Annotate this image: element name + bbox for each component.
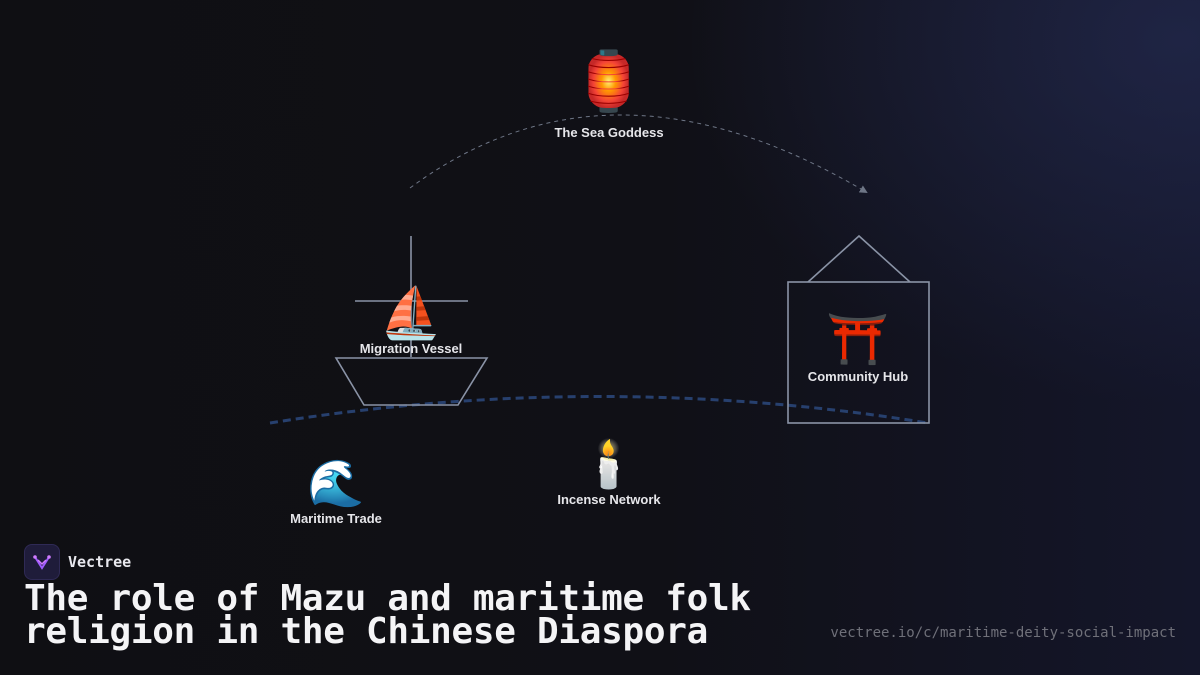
brand-name: Vectree <box>68 553 132 571</box>
sailboat-icon: ⛵ <box>379 284 443 342</box>
node-label-community-hub: Community Hub <box>807 369 909 384</box>
vessel-hull <box>334 357 489 406</box>
divine-arc-connector <box>409 114 868 194</box>
temple-building <box>787 281 930 424</box>
temple-roof <box>807 234 911 283</box>
vessel-outline <box>334 236 489 406</box>
sea-route-line <box>269 395 929 425</box>
wave-icon: 🌊 <box>307 456 365 510</box>
title-line-1: The role of Mazu and maritime folk <box>24 578 751 619</box>
source-url[interactable]: vectree.io/c/maritime-deity-social-impac… <box>830 625 1176 641</box>
lantern-icon: 🏮 <box>572 47 646 115</box>
title-line-2: religion in the Chinese Diaspora <box>24 611 708 652</box>
temple-outline <box>787 234 930 424</box>
page-title: The role of Mazu and maritime folk relig… <box>24 581 814 650</box>
node-label-maritime-trade: Maritime Trade <box>290 511 382 526</box>
vectree-logo-icon <box>24 544 60 580</box>
node-label-sea-goddess: The Sea Goddess <box>554 125 664 140</box>
node-label-migration-vessel: Migration Vessel <box>359 341 463 356</box>
candle-icon: 🕯️ <box>580 437 638 491</box>
brand: Vectree <box>24 544 131 580</box>
torii-gate-icon: ⛩️ <box>826 310 890 368</box>
node-label-incense-network: Incense Network <box>557 492 661 507</box>
